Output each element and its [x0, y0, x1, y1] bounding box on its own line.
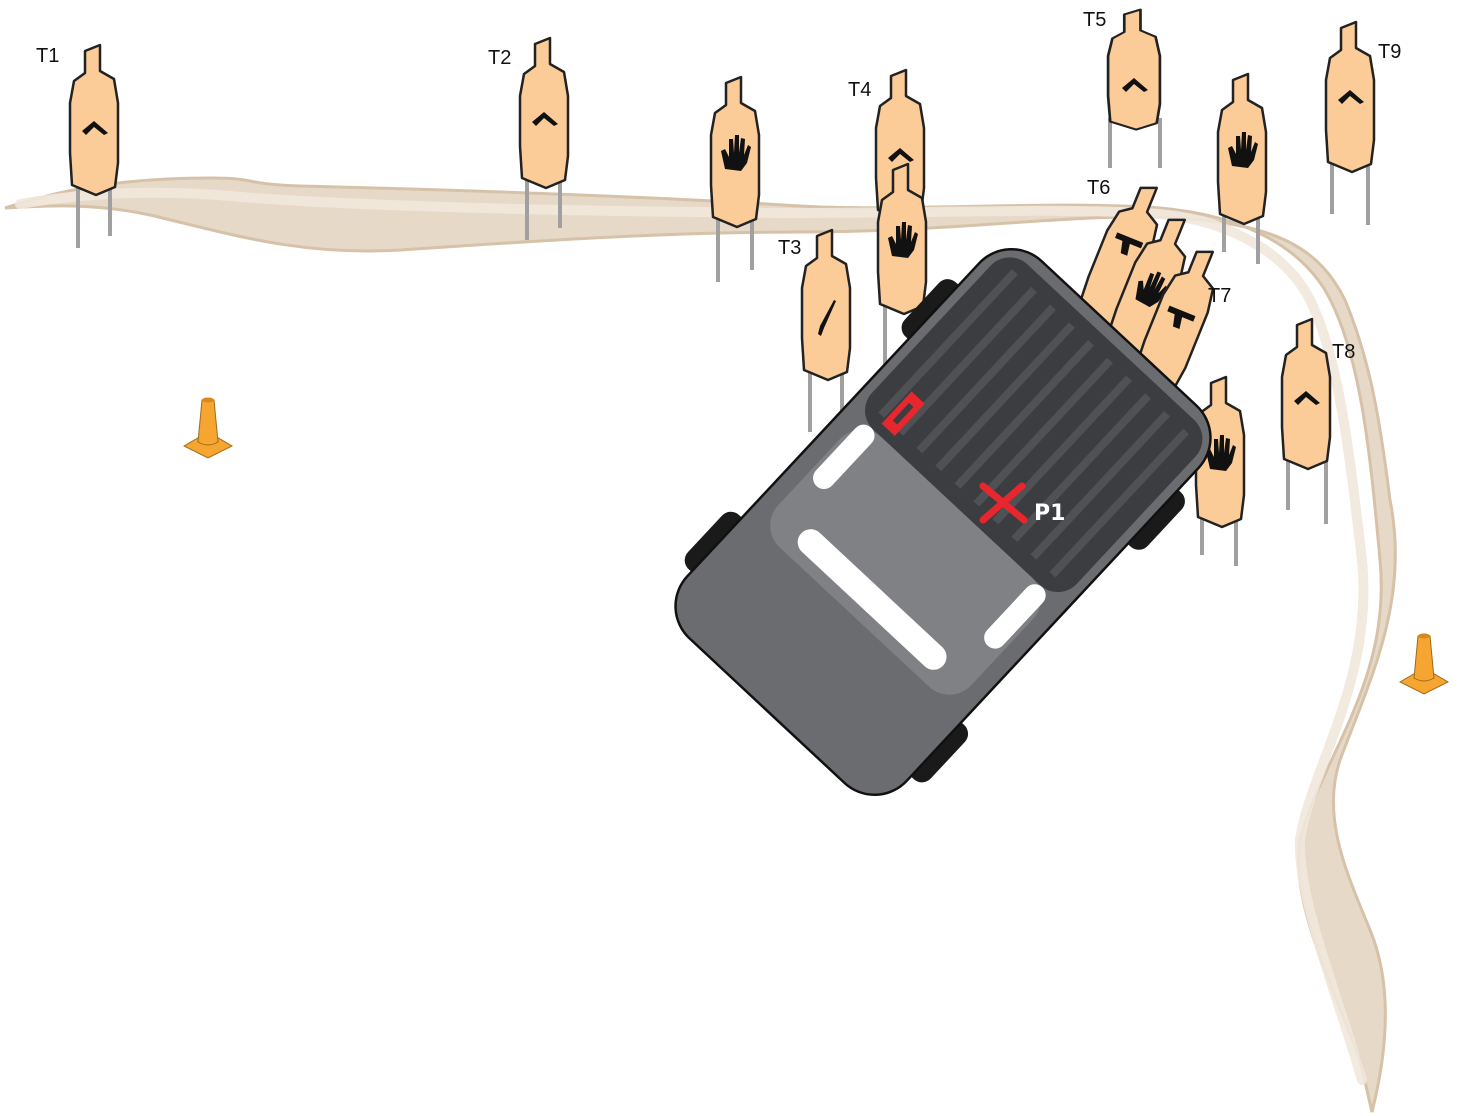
target-label-t7: T7 — [1208, 285, 1231, 307]
target-label-t8: T8 — [1332, 341, 1355, 363]
target-label-t3: T3 — [778, 237, 801, 259]
target-t2 — [520, 38, 568, 188]
target-label-t9: T9 — [1378, 41, 1401, 63]
target-no-shoot-1 — [711, 77, 759, 227]
cone-icon-left — [184, 398, 232, 459]
cone-icon-right — [1400, 634, 1448, 695]
position-label: P1 — [1034, 501, 1065, 526]
target-t1 — [70, 45, 118, 195]
target-no-shoot-3 — [1218, 74, 1266, 224]
target-t9 — [1326, 22, 1374, 172]
target-label-t5: T5 — [1083, 9, 1106, 31]
target-label-t6: T6 — [1087, 177, 1110, 199]
target-t5 — [1108, 10, 1160, 130]
target-label-t4: T4 — [848, 79, 871, 101]
target-t3 — [802, 230, 850, 380]
target-label-t1: T1 — [36, 45, 59, 67]
target-label-t2: T2 — [488, 47, 511, 69]
